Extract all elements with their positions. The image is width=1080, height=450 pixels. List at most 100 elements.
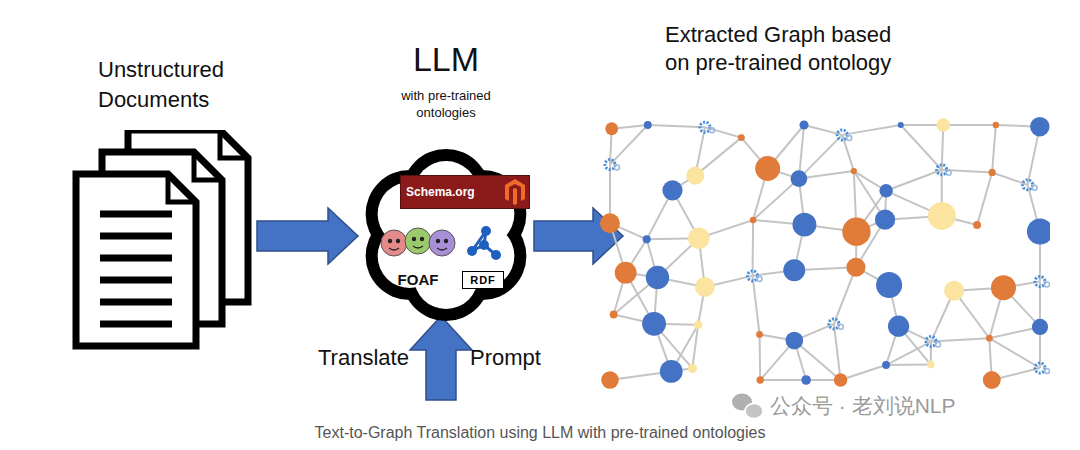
text-line bbox=[100, 277, 172, 284]
text-line bbox=[100, 233, 172, 240]
face bbox=[405, 228, 431, 254]
schema-org-box: Schema.org bbox=[400, 175, 530, 209]
gear-small bbox=[946, 170, 951, 175]
graph-edge bbox=[989, 338, 1040, 368]
graph-node-dot bbox=[983, 371, 1001, 389]
rdf-node: RDF bbox=[462, 221, 504, 297]
rdf-label: RDF bbox=[462, 271, 504, 289]
graph-edge bbox=[842, 125, 901, 135]
graph-edge bbox=[692, 325, 698, 369]
graph-edge bbox=[992, 125, 996, 172]
graph-node-dot bbox=[888, 316, 909, 337]
graph-node-dot bbox=[750, 217, 756, 223]
gear-icon bbox=[748, 271, 763, 282]
graph-edge bbox=[648, 125, 705, 127]
graph-node-dot bbox=[879, 184, 892, 197]
graph-node-dot bbox=[688, 227, 710, 249]
gear-ring bbox=[1035, 277, 1045, 287]
gear-icon bbox=[837, 130, 852, 141]
graph-edge bbox=[799, 135, 842, 179]
graph-node-dot bbox=[755, 156, 780, 181]
gear-small bbox=[838, 324, 843, 329]
gear-small bbox=[757, 276, 762, 281]
graph-edge bbox=[759, 334, 762, 380]
knowledge-graph bbox=[600, 115, 1050, 390]
documents-node: Unstructured Documents bbox=[70, 55, 255, 350]
block-arrow bbox=[534, 208, 623, 264]
face bbox=[429, 230, 455, 256]
graph-node-dot bbox=[783, 259, 805, 281]
graph-node-dot bbox=[757, 376, 764, 383]
graph-node-dot bbox=[898, 122, 904, 128]
graph-node-dot bbox=[790, 170, 807, 187]
graph-node-dot bbox=[1027, 218, 1050, 244]
gear-small bbox=[1032, 185, 1037, 190]
graph-edge bbox=[977, 172, 992, 224]
gear-ring bbox=[837, 130, 847, 140]
graph-node-dot bbox=[928, 202, 956, 230]
graph-edge bbox=[794, 341, 840, 380]
caption: Text-to-Graph Translation using LLM with… bbox=[0, 424, 1080, 442]
text-line bbox=[100, 321, 172, 328]
foaf-faces bbox=[378, 221, 458, 265]
gear-small bbox=[1045, 282, 1050, 287]
graph-node-dot bbox=[927, 361, 935, 369]
text-line bbox=[100, 255, 172, 262]
gear-ring bbox=[605, 160, 615, 170]
graph-node-dot bbox=[1032, 319, 1048, 335]
graph-edge bbox=[841, 365, 886, 380]
graph-node-dot bbox=[605, 122, 618, 135]
graph-node-dot bbox=[986, 335, 993, 342]
gear-ring bbox=[700, 122, 710, 132]
llm-heading: LLM bbox=[360, 39, 532, 79]
graph-edges bbox=[610, 125, 1040, 380]
documents-heading: Unstructured Documents bbox=[98, 55, 258, 115]
graph-heading: Extracted Graph based on pre-trained ont… bbox=[665, 21, 905, 77]
graph-node-dot bbox=[615, 262, 637, 284]
graph-node-dot bbox=[876, 272, 902, 298]
face-eye bbox=[388, 239, 392, 243]
face-eye bbox=[420, 237, 424, 241]
graph-edge bbox=[753, 179, 799, 220]
graph-edge bbox=[804, 125, 842, 135]
gear-small bbox=[709, 128, 714, 133]
gear-small bbox=[847, 135, 852, 140]
rdf-atom bbox=[467, 246, 477, 256]
graph-node-dot bbox=[851, 168, 857, 174]
graph-node-dot bbox=[846, 258, 865, 277]
gear-icon bbox=[926, 337, 941, 348]
foaf-node: FOAF bbox=[378, 221, 458, 299]
text-line bbox=[100, 211, 172, 218]
graph-node-dot bbox=[694, 320, 703, 329]
graph-node-dot bbox=[944, 281, 964, 301]
graph-edge bbox=[753, 276, 760, 335]
translate-label: Translate bbox=[318, 345, 409, 371]
graph-edge bbox=[886, 170, 942, 191]
face-mouth bbox=[413, 246, 423, 248]
graph-node-dot bbox=[601, 371, 618, 388]
wechat-icon bbox=[732, 394, 763, 419]
graph-node-dot bbox=[643, 235, 651, 243]
graph-node-dot bbox=[988, 169, 995, 176]
graph-edge bbox=[886, 364, 931, 366]
page-fold bbox=[220, 130, 248, 158]
gear-ring bbox=[926, 337, 936, 347]
graph-node-dot bbox=[686, 167, 704, 185]
face-mouth bbox=[437, 248, 447, 250]
graph-edge bbox=[705, 127, 741, 137]
graph-node-dot bbox=[695, 277, 715, 297]
gear-small bbox=[1045, 369, 1050, 374]
graph-node-dot bbox=[991, 275, 1016, 300]
graph-node-dot bbox=[662, 180, 682, 200]
gear-icon bbox=[1023, 180, 1038, 191]
documents-icon bbox=[70, 130, 255, 350]
graph-node-dot bbox=[688, 364, 697, 373]
logo-center bbox=[406, 195, 486, 275]
face-eye bbox=[412, 237, 416, 241]
graph-edge bbox=[901, 125, 942, 170]
graph-edge bbox=[834, 324, 841, 380]
prompt-label: Prompt bbox=[470, 345, 541, 371]
face-eye bbox=[444, 239, 448, 243]
rdf-atom bbox=[479, 240, 489, 250]
rdf-atom bbox=[491, 250, 501, 260]
